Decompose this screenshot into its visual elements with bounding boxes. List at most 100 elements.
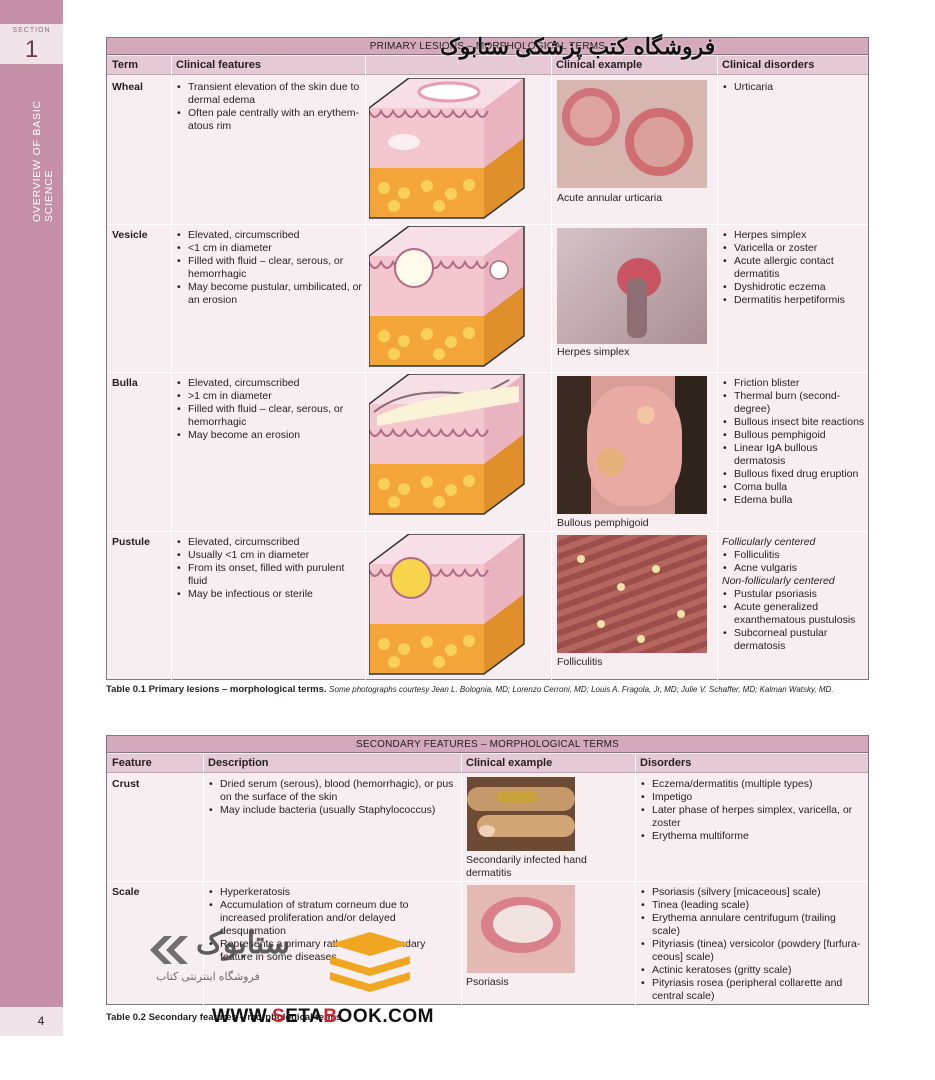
list-item: Elevated, circumscribed: [176, 536, 362, 549]
store-watermark: فروشگاه کتب پزشکی ستابوک: [440, 34, 716, 59]
list-item: Psoriasis (silvery [micaceous] scale): [640, 886, 865, 899]
list-item: Transient elevation of the skin due to d…: [176, 81, 362, 107]
features-list: Elevated, circumscribed >1 cm in diamete…: [176, 377, 362, 442]
term-label: Vesicle: [112, 229, 148, 241]
list-item: Tinea (leading scale): [640, 899, 865, 912]
table-caption: Table 0.2 Secondary features – morpholog…: [106, 1012, 344, 1023]
list-item: Herpes simplex: [722, 229, 867, 242]
caption-label: Table 0.2: [106, 1012, 146, 1023]
list-item: Filled with fluid – clear, serous, or he…: [176, 255, 362, 281]
list-item: Elevated, circumscribed: [176, 377, 362, 390]
list-item: Eczema/dermatitis (multiple types): [640, 778, 865, 791]
list-item: Coma bulla: [722, 481, 867, 494]
list-item: Actinic keratoses (gritty scale): [640, 964, 865, 977]
url-part: WWW.: [212, 1006, 273, 1027]
col-head-disorders: Clinical disorders: [722, 59, 815, 71]
photo-caption: Herpes simplex: [557, 346, 630, 358]
list-item: May include bacteria (usually Staphyloco…: [208, 804, 458, 817]
vesicle-diagram: [369, 226, 525, 367]
disorders-list: Herpes simplex Varicella or zoster Acute…: [722, 229, 867, 307]
brand-name: ستابوک: [196, 927, 291, 960]
section-title: OVERVIEW OF BASIC SCIENCE: [31, 100, 55, 222]
disorders-list: Friction blister Thermal burn (second-de…: [722, 377, 867, 507]
list-item: Bullous pemphigoid: [722, 429, 867, 442]
caption-title: Primary lesions – morphological terms.: [148, 684, 327, 695]
col-head-example: Clinical example: [466, 757, 553, 769]
url-part: ETA: [285, 1006, 324, 1027]
term-label: Crust: [112, 778, 140, 790]
page-number-tab: [0, 1007, 63, 1036]
section-label: SECTION: [12, 27, 51, 34]
section-tab: [0, 24, 63, 64]
url-part: OOK.COM: [337, 1006, 434, 1027]
store-url: WWW.SETABOOK.COM: [212, 1006, 434, 1028]
bulla-diagram: [369, 374, 525, 515]
list-item: Acute generalized exanthematous pustulos…: [722, 601, 867, 627]
disorders-list: Urticaria: [722, 81, 867, 94]
term-label: Scale: [112, 886, 140, 898]
caption-credit: Some photographs courtesy Jean L. Bologn…: [329, 685, 834, 694]
table-title: SECONDARY FEATURES – MORPHOLOGICAL TERMS: [107, 736, 868, 753]
list-item: May become an erosion: [176, 429, 362, 442]
brand-logo-icon: [150, 932, 410, 992]
col-head-term: Term: [112, 59, 139, 71]
list-item: Later phase of herpes simplex, varicella…: [640, 804, 865, 830]
group-label: Non-follicularly centered: [722, 575, 835, 587]
list-item: Thermal burn (second-degree): [722, 390, 867, 416]
list-item: Pustular psoriasis: [722, 588, 867, 601]
brand-subtitle: فروشگاه اینترنتی کتاب: [156, 971, 260, 983]
bullous-pemphigoid-photo: [557, 376, 707, 514]
list-item: Edema bulla: [722, 494, 867, 507]
section-number: 1: [24, 36, 39, 63]
setabook-logo: ستابوک فروشگاه اینترنتی کتاب: [150, 927, 440, 1000]
group-label: Follicularly centered: [722, 536, 816, 548]
term-label: Wheal: [112, 81, 143, 93]
list-item: Friction blister: [722, 377, 867, 390]
caption-label: Table 0.1: [106, 684, 146, 695]
list-item: Impetigo: [640, 791, 865, 804]
table-caption: Table 0.1 Primary lesions – morphologica…: [106, 684, 834, 695]
list-item: Varicella or zoster: [722, 242, 867, 255]
list-item: Bullous insect bite reactions: [722, 416, 867, 429]
crust-photo: [467, 777, 575, 851]
table-title: PRIMARY LESIONS – MORPHOLOGICAL TERMS: [107, 38, 868, 55]
table-header-row: Term Clinical features Clinical example …: [107, 56, 868, 75]
list-item: Usually <1 cm in diameter: [176, 549, 362, 562]
list-item: Accumulation of stratum corneum due to i…: [208, 899, 443, 938]
page-number: 4: [37, 1014, 45, 1028]
list-item: May be infectious or sterile: [176, 588, 362, 601]
disorders-list: Follicularly centered Folliculitis Acne …: [722, 536, 867, 653]
list-item: Dried serum (serous), blood (hemorrhagic…: [208, 778, 458, 804]
list-item: Pityriasis rosea (peripheral collarette …: [640, 977, 865, 1003]
photo-caption: Acute annular urticaria: [557, 192, 663, 204]
description-list: Dried serum (serous), blood (hemorrhagic…: [208, 778, 458, 817]
col-head-feature: Feature: [112, 757, 152, 769]
list-item: Pityriasis (tinea) versicolor (powdery […: [640, 938, 865, 964]
list-item: Elevated, circumscribed: [176, 229, 362, 242]
photo-caption: Secondarily infected hand dermatitis: [466, 854, 587, 879]
secondary-features-table: SECONDARY FEATURES – MORPHOLOGICAL TERMS…: [106, 735, 869, 1005]
col-head-description: Description: [208, 757, 269, 769]
section-sidebar: [0, 0, 63, 1036]
wheal-diagram: [369, 78, 525, 219]
list-item: Urticaria: [722, 81, 867, 94]
features-list: Elevated, circumscribed Usually <1 cm in…: [176, 536, 362, 601]
caption-title: Secondary features – morphological terms…: [148, 1012, 344, 1023]
urticaria-photo: [557, 80, 707, 188]
url-part: S: [272, 1006, 286, 1027]
list-item: Erythema multiforme: [640, 830, 865, 843]
list-item: Dyshidrotic eczema: [722, 281, 867, 294]
list-item: May become pustular, umbilicated, or an …: [176, 281, 362, 307]
url-part: B: [323, 1006, 338, 1027]
photo-caption: Folliculitis: [557, 656, 603, 668]
list-item: <1 cm in diameter: [176, 242, 362, 255]
list-item: Acute allergic contact dermatitis: [722, 255, 867, 281]
list-item: Filled with fluid – clear, serous, or he…: [176, 403, 362, 429]
col-head-disorders: Disorders: [640, 757, 692, 769]
disorders-list: Eczema/dermatitis (multiple types) Impet…: [640, 778, 865, 843]
list-item: From its onset, filled with purulent flu…: [176, 562, 362, 588]
primary-lesions-table: PRIMARY LESIONS – MORPHOLOGICAL TERMS Te…: [106, 37, 869, 680]
list-item: Bullous fixed drug eruption: [722, 468, 867, 481]
disorders-list: Psoriasis (silvery [micaceous] scale) Ti…: [640, 886, 865, 1003]
list-item: Acne vulgaris: [722, 562, 867, 575]
